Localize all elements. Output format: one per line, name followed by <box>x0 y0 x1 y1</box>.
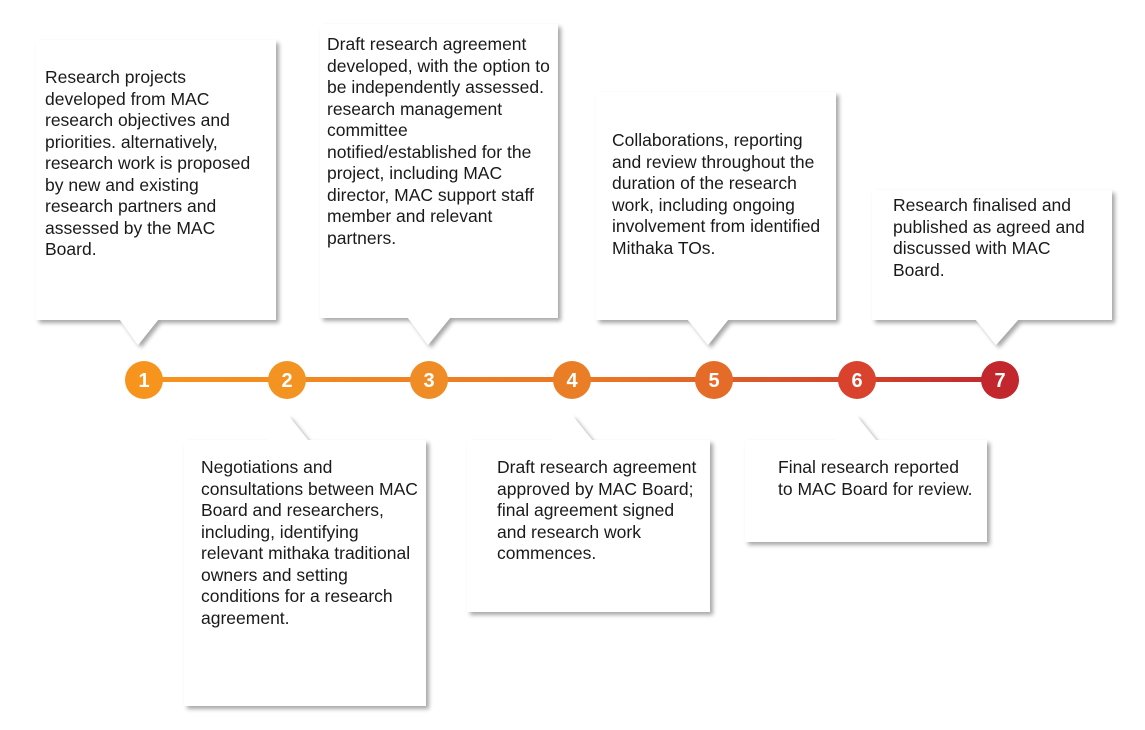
step-node-1: 1 <box>125 361 163 399</box>
callout-box-7 <box>872 190 1112 345</box>
svg-text:5: 5 <box>708 370 719 392</box>
svg-text:3: 3 <box>423 370 434 392</box>
step-text-1: Research projects developed from MAC res… <box>45 67 251 259</box>
step-text-5: Collaborations, reporting and review thr… <box>612 130 821 258</box>
callout-box-4 <box>467 415 710 612</box>
callout-box-6 <box>745 415 987 542</box>
svg-text:1: 1 <box>138 370 149 392</box>
step-text-7: Research finalised and published as agre… <box>893 195 1085 280</box>
step-text-2: Negotiations and consultations between M… <box>201 457 418 628</box>
step-text-4: Draft research agreement approved by MAC… <box>497 457 697 563</box>
step-node-3: 3 <box>410 361 448 399</box>
step-node-6: 6 <box>838 361 876 399</box>
callout-box-3 <box>320 24 558 345</box>
step-node-7: 7 <box>981 361 1019 399</box>
svg-text:6: 6 <box>851 370 862 392</box>
callout-box-5 <box>596 92 836 345</box>
svg-text:4: 4 <box>566 370 578 392</box>
callout-box-1 <box>36 40 276 345</box>
svg-text:2: 2 <box>281 370 292 392</box>
step-node-2: 2 <box>268 361 306 399</box>
step-text-6: Final research reported to MAC Board for… <box>778 457 973 499</box>
step-text-3: Draft research agreement developed, with… <box>327 34 550 248</box>
step-node-5: 5 <box>695 361 733 399</box>
step-node-4: 4 <box>553 361 591 399</box>
svg-text:7: 7 <box>994 370 1005 392</box>
callout-box-2 <box>184 415 426 706</box>
